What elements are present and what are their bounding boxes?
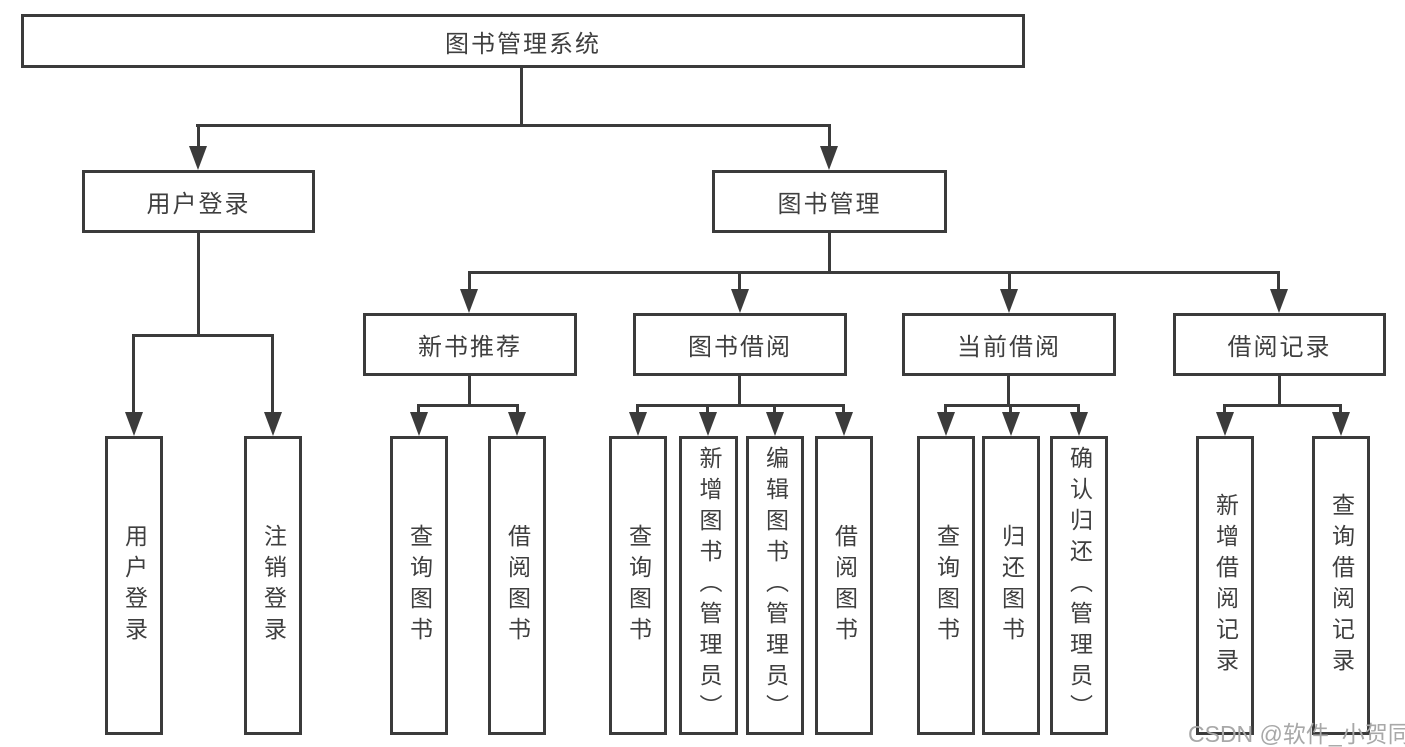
node-root-label: 图书管理系统	[445, 30, 601, 58]
leaf-logout: 注销登录	[244, 436, 302, 735]
node-user-login: 用户登录	[82, 170, 315, 233]
arrow-down-icon	[766, 412, 784, 436]
arrow-down-icon	[189, 146, 207, 170]
connector-line	[1223, 407, 1226, 416]
connector-line	[468, 376, 471, 407]
node-book-management: 图书管理	[712, 170, 947, 233]
leaf-add-borrow-record: 新增借阅记录	[1196, 436, 1254, 735]
arrow-down-icon	[1216, 412, 1234, 436]
leaf-edit-books-admin-label: 编辑图书（管理员）	[762, 446, 789, 725]
node-book-management-label: 图书管理	[777, 191, 882, 218]
arrow-down-icon	[264, 412, 282, 436]
connector-line	[520, 68, 523, 127]
arrow-down-icon	[1270, 289, 1288, 313]
arrow-down-icon	[508, 412, 526, 436]
leaf-borrow-books-borrowing: 借阅图书	[815, 436, 873, 735]
leaf-query-books-borrowing-label: 查询图书	[625, 523, 652, 648]
connector-line	[944, 407, 947, 416]
node-new-book-recommendation-label: 新书推荐	[418, 334, 522, 361]
watermark: CSDN @软件_小贺同学	[1188, 721, 1405, 747]
leaf-user-login: 用户登录	[105, 436, 163, 735]
arrow-down-icon	[820, 146, 838, 170]
connector-line	[1278, 376, 1281, 407]
connector-line	[1077, 407, 1080, 416]
leaf-confirm-return-admin: 确认归还（管理员）	[1050, 436, 1108, 735]
connector-line	[1339, 407, 1342, 416]
arrow-down-icon	[1070, 412, 1088, 436]
node-book-borrowing-label: 图书借阅	[688, 334, 792, 361]
connector-line	[417, 407, 420, 416]
arrow-down-icon	[1000, 289, 1018, 313]
leaf-add-books-admin: 新增图书（管理员）	[679, 436, 738, 735]
connector-line	[132, 334, 274, 337]
connector-line	[271, 337, 274, 415]
arrow-down-icon	[410, 412, 428, 436]
leaf-edit-books-admin: 编辑图书（管理员）	[746, 436, 804, 735]
arrow-down-icon	[699, 412, 717, 436]
node-current-borrowing: 当前借阅	[902, 313, 1116, 376]
connector-line	[1009, 407, 1012, 416]
leaf-query-borrow-record: 查询借阅记录	[1312, 436, 1370, 735]
node-borrowing-records-label: 借阅记录	[1227, 334, 1332, 361]
node-borrowing-records: 借阅记录	[1173, 313, 1386, 376]
connector-line	[944, 404, 1080, 407]
leaf-confirm-return-admin-label: 确认归还（管理员）	[1066, 446, 1093, 725]
leaf-return-books-label: 归还图书	[998, 523, 1025, 648]
leaf-query-books-borrowing: 查询图书	[609, 436, 667, 735]
leaf-query-books-recommend-label: 查询图书	[406, 523, 433, 648]
connector-line	[1008, 274, 1011, 293]
connector-line	[468, 274, 471, 293]
node-new-book-recommendation: 新书推荐	[363, 313, 577, 376]
arrow-down-icon	[1332, 412, 1350, 436]
connector-line	[828, 233, 831, 274]
connector-line	[197, 127, 200, 152]
connector-line	[738, 274, 741, 293]
arrow-down-icon	[460, 289, 478, 313]
connector-line	[1007, 376, 1010, 407]
leaf-add-books-admin-label: 新增图书（管理员）	[696, 446, 722, 725]
connector-line	[417, 404, 519, 407]
connector-line	[1223, 404, 1342, 407]
arrow-down-icon	[835, 412, 853, 436]
connector-line	[842, 407, 845, 416]
connector-line	[468, 271, 1280, 274]
node-book-borrowing: 图书借阅	[633, 313, 847, 376]
connector-line	[738, 376, 741, 407]
leaf-query-books-current-label: 查询图书	[933, 523, 960, 648]
leaf-user-login-label: 用户登录	[121, 523, 148, 648]
leaf-logout-label: 注销登录	[260, 523, 287, 648]
connector-line	[1277, 274, 1280, 293]
arrow-down-icon	[1002, 412, 1020, 436]
connector-line	[196, 124, 831, 127]
connector-line	[132, 337, 135, 415]
leaf-query-books-current: 查询图书	[917, 436, 975, 735]
leaf-query-borrow-record-label: 查询借阅记录	[1328, 492, 1355, 679]
leaf-return-books: 归还图书	[982, 436, 1040, 735]
arrow-down-icon	[629, 412, 647, 436]
connector-line	[636, 404, 845, 407]
node-root: 图书管理系统	[21, 14, 1025, 68]
connector-line	[773, 407, 776, 416]
leaf-borrow-books-borrowing-label: 借阅图书	[831, 523, 858, 648]
leaf-query-books-recommend: 查询图书	[390, 436, 448, 735]
arrow-down-icon	[937, 412, 955, 436]
connector-line	[636, 407, 639, 416]
connector-line	[706, 407, 709, 416]
node-current-borrowing-label: 当前借阅	[957, 334, 1061, 361]
leaf-borrow-books-recommend-label: 借阅图书	[504, 523, 531, 648]
arrow-down-icon	[125, 412, 143, 436]
leaf-borrow-books-recommend: 借阅图书	[488, 436, 546, 735]
node-user-login-label: 用户登录	[146, 191, 251, 218]
connector-line	[197, 233, 200, 337]
arrow-down-icon	[731, 289, 749, 313]
leaf-add-borrow-record-label: 新增借阅记录	[1212, 492, 1239, 679]
connector-line	[828, 127, 831, 152]
connector-line	[516, 407, 519, 416]
